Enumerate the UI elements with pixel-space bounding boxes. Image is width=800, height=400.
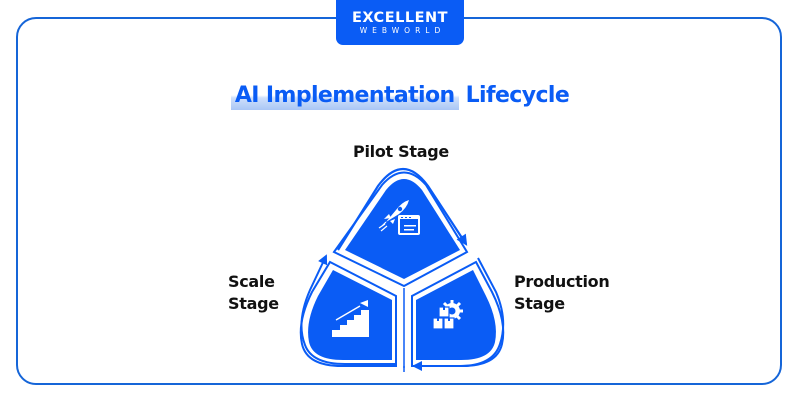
scale-stage-label-line1: Scale — [228, 272, 275, 291]
scale-stage-segment — [299, 254, 397, 367]
title-highlighted: AI Implementation — [230, 83, 459, 110]
production-stage-label-line1: Production — [514, 272, 610, 291]
brand-name-line2: WEBWORLD — [359, 25, 446, 35]
scale-stage-label: Scale Stage — [228, 271, 279, 315]
stairs-flag-icon — [332, 300, 369, 337]
production-stage-label: Production Stage — [514, 271, 610, 315]
brand-logo: EXCELLENT WEBWORLD — [336, 0, 464, 45]
rocket-browser-icon — [378, 200, 420, 235]
page-title: AI Implementation Lifecycle — [0, 83, 800, 110]
title-rest: Lifecycle — [465, 83, 570, 108]
boxes-gear-icon — [432, 300, 463, 330]
scale-stage-label-line2: Stage — [228, 294, 279, 313]
brand-name-line1: EXCELLENT — [351, 9, 449, 26]
pilot-stage-label: Pilot Stage — [353, 142, 449, 161]
production-stage-label-line2: Stage — [514, 294, 565, 313]
